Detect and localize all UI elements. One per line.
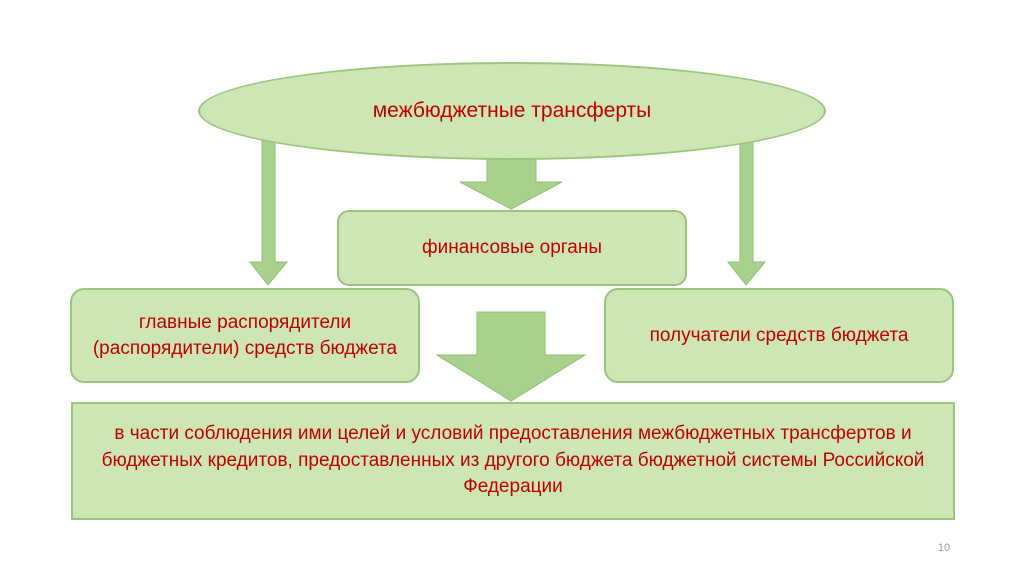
top-node-ellipse: межбюджетные трансферты: [198, 62, 826, 160]
slide-page-number: 10: [937, 542, 951, 554]
arrow-to-bottom-node: [435, 311, 587, 402]
bottom-node-box: в части соблюдения ими целей и условий п…: [71, 402, 955, 520]
right-node-box: получатели средств бюджета: [604, 288, 954, 383]
arrow-to-right-node: [726, 140, 767, 286]
top-node-label: межбюджетные трансферты: [372, 99, 652, 122]
center-node-box: финансовые органы: [337, 210, 687, 286]
arrow-to-center-node: [459, 157, 563, 210]
left-node-box: главные распорядители (распорядители) ср…: [70, 288, 420, 383]
center-node-label: финансовые органы: [421, 237, 603, 258]
arrow-to-left-node: [248, 140, 289, 286]
right-node-label: получатели средств бюджета: [649, 324, 909, 346]
bottom-node-label: в части соблюдения ими целей и условий п…: [101, 423, 925, 498]
left-node-label: главные распорядители (распорядители) ср…: [92, 311, 398, 359]
